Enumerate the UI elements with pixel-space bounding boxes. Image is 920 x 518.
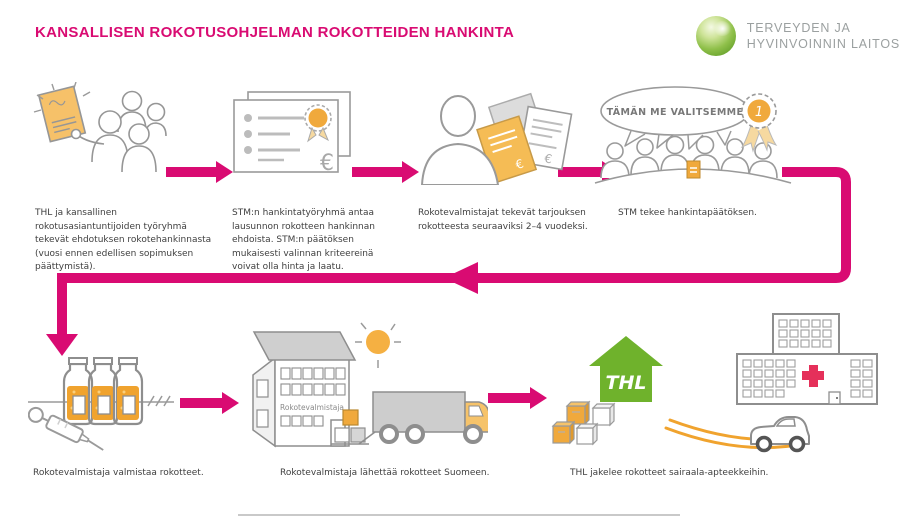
thl-globe-icon bbox=[695, 16, 736, 56]
euro-symbol: € bbox=[514, 156, 526, 172]
shipping-boxes bbox=[331, 409, 376, 445]
route-line-2 bbox=[664, 426, 805, 450]
logo-line-2: HYVINVOINNIN LAITOS bbox=[746, 37, 900, 51]
distribution-boxes bbox=[551, 400, 616, 446]
thl-logo: TERVEYDEN JA HYVINVOINNIN LAITOS bbox=[695, 16, 900, 56]
hospital-building bbox=[736, 313, 878, 405]
flow-arrow-1 bbox=[166, 161, 233, 183]
caption-step-statement: STM:n hankintatyöryhmä antaa lausunnon r… bbox=[232, 208, 375, 272]
euro-symbol: € bbox=[543, 151, 553, 166]
thl-logo-text: TERVEYDEN JA HYVINVOINNIN LAITOS bbox=[747, 20, 900, 53]
page-edge-line bbox=[238, 514, 680, 516]
warehouse-label: THL bbox=[606, 372, 647, 394]
factory-label: Rokotevalmistaja bbox=[280, 403, 344, 412]
thl-warehouse-hospital-icon: THL bbox=[551, 313, 878, 453]
euro-symbol: € bbox=[320, 151, 334, 176]
flow-arrow-4 bbox=[180, 392, 239, 414]
caption-step-decision: STM tekee hankintapäätöksen. bbox=[618, 208, 757, 218]
connector-left-arrowhead-icon bbox=[444, 262, 478, 294]
flow-arrow-5 bbox=[488, 387, 547, 409]
speech-bubble-text: TÄMÄN ME VALITSEMME bbox=[607, 107, 744, 118]
truck-icon bbox=[372, 391, 488, 444]
documents-seal-euro-icon: € bbox=[233, 91, 351, 176]
people-holding-document-icon bbox=[33, 82, 167, 173]
person-with-offer-documents-icon: € € bbox=[420, 92, 573, 185]
caption-step-distribute: THL jakelee rokotteet sairaala-apteekkei… bbox=[570, 468, 769, 478]
vaccine-vials bbox=[62, 357, 144, 426]
caption-step-offers: Rokotevalmistajat tekevät tarjouksen rok… bbox=[418, 208, 588, 232]
logo-line-1: TERVEYDEN JA bbox=[746, 20, 851, 35]
thl-warehouse: THL bbox=[589, 336, 663, 402]
caption-step-ship: Rokotevalmistaja lähettää rokotteet Suom… bbox=[280, 468, 490, 478]
committee-speech-bubble-icon: TÄMÄN ME VALITSEMME 1 bbox=[594, 86, 792, 184]
award-rank: 1 bbox=[755, 105, 763, 120]
page-title: KANSALLISEN ROKOTUSOHJELMAN ROKOTTEIDEN … bbox=[35, 24, 515, 41]
syringe-icon bbox=[28, 406, 104, 451]
caption-step-proposal: THL ja kansallinen rokotusasiantuntijoid… bbox=[35, 208, 212, 272]
vaccine-vials-syringe-icon bbox=[28, 357, 174, 451]
flow-arrow-2 bbox=[352, 161, 419, 183]
red-cross-icon bbox=[802, 365, 824, 387]
factory-truck-icon: Rokotevalmistaja bbox=[252, 322, 488, 448]
caption-step-manufacture: Rokotevalmistaja valmistaa rokotteet. bbox=[33, 468, 204, 478]
sun-icon bbox=[355, 322, 401, 368]
delivery-van-icon bbox=[750, 416, 810, 453]
